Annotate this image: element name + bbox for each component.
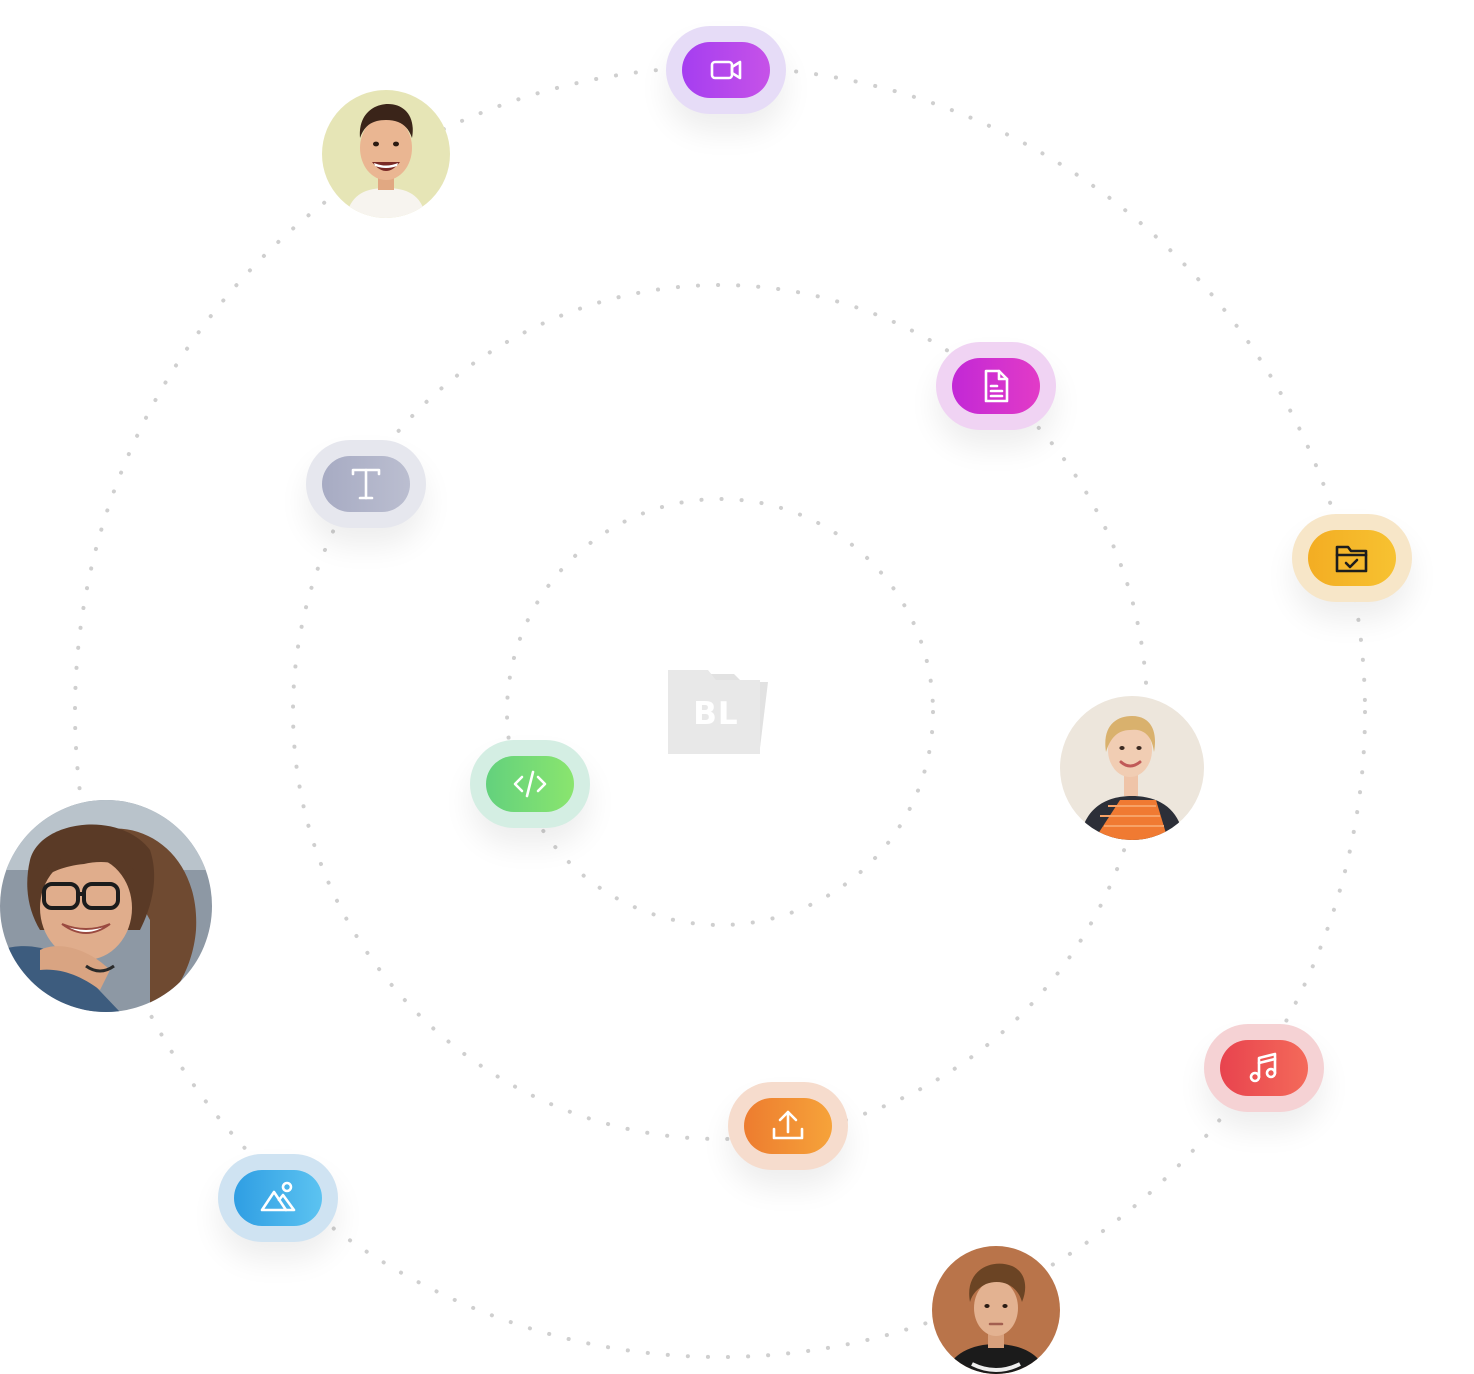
music-note-icon [1249,1052,1277,1083]
document-button[interactable] [936,342,1056,430]
document-icon [984,369,1009,403]
avatar-woman-glasses-image [0,800,212,1012]
avatar-blonde-woman[interactable] [1060,696,1204,840]
avatar-smiling-man-image [322,90,450,218]
outer-orbit-ring [73,65,1367,1359]
music-button[interactable] [1204,1024,1324,1112]
inner-orbit-ring [505,497,935,927]
folder-check-button[interactable] [1292,514,1412,602]
image-landscape-icon [260,1181,296,1212]
video-button[interactable] [666,26,786,114]
folder-check-icon [1335,545,1368,573]
code-button-inner[interactable] [486,756,574,812]
text-type-button-inner[interactable] [322,456,410,512]
folder-check-button-inner[interactable] [1308,530,1396,586]
center-logo: BL [664,666,776,760]
video-camera-icon [710,60,742,80]
folder-logo-icon [668,670,768,754]
upload-icon [772,1110,804,1140]
document-button-inner[interactable] [952,358,1040,414]
avatar-young-man[interactable] [932,1246,1060,1374]
text-type-button[interactable] [306,440,426,528]
avatar-woman-glasses[interactable] [0,800,212,1012]
text-type-icon [351,468,381,500]
music-button-inner[interactable] [1220,1040,1308,1096]
avatar-blonde-woman-image [1060,696,1204,840]
image-button[interactable] [218,1154,338,1242]
code-button[interactable] [470,740,590,828]
avatar-young-man-image [932,1246,1060,1374]
upload-button[interactable] [728,1082,848,1170]
logo-text: BL [693,696,739,732]
avatar-smiling-man[interactable] [322,90,450,218]
code-icon [513,770,547,798]
image-button-inner[interactable] [234,1170,322,1226]
upload-button-inner[interactable] [744,1098,832,1154]
video-button-inner[interactable] [682,42,770,98]
